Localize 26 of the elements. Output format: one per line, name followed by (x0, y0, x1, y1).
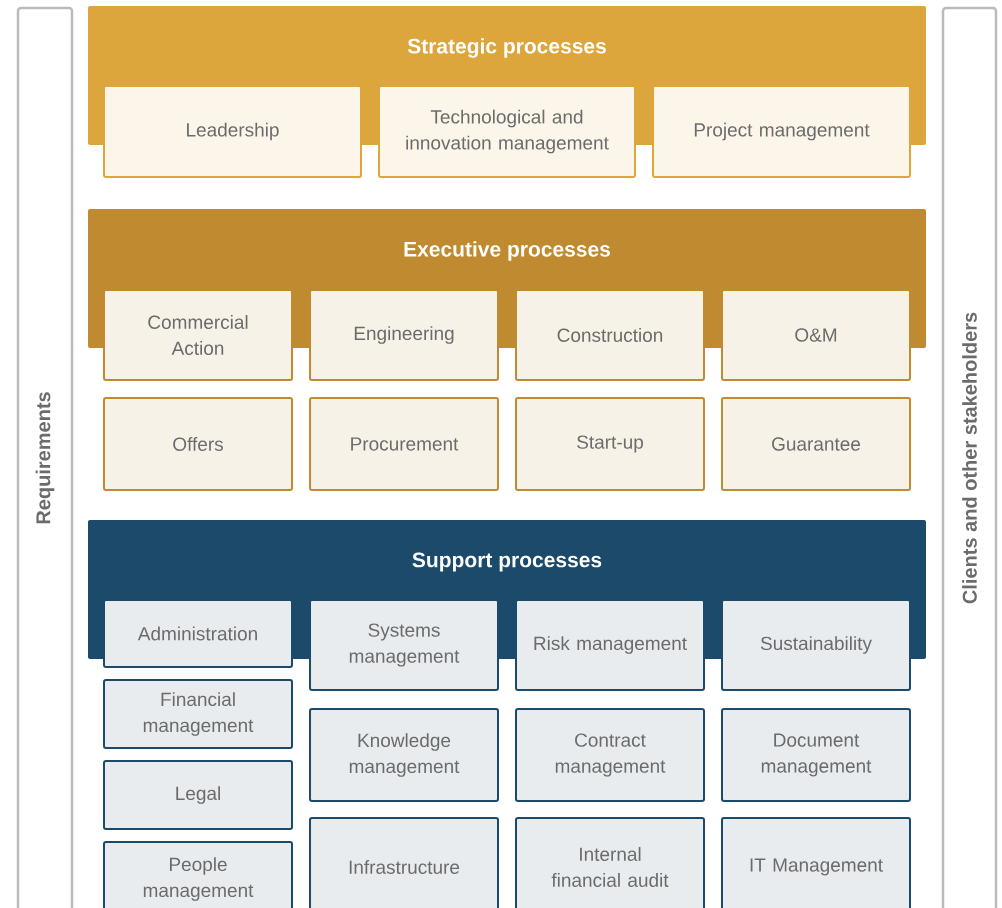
process-box: Knowledge management (309, 708, 499, 802)
process-box: Offers (103, 397, 293, 491)
process-box: Administration (103, 599, 293, 668)
process-box: Internal financial audit (515, 817, 705, 908)
process-box: Procurement (309, 397, 499, 491)
process-box: Construction (515, 289, 705, 381)
process-box: Document management (721, 708, 911, 802)
process-box: Financial management (103, 679, 293, 749)
process-box: Start-up (515, 397, 705, 491)
process-box: O&M (721, 289, 911, 381)
process-box: Infrastructure (309, 817, 499, 908)
side-bar: Requirements (16, 6, 74, 908)
process-box: Leadership (103, 85, 362, 178)
process-box: People management (103, 841, 293, 908)
process-box: Legal (103, 760, 293, 830)
process-box: Sustainability (721, 599, 911, 691)
process-box: Technological and innovation management (378, 85, 636, 178)
process-box: IT Management (721, 817, 911, 908)
process-box: Commercial Action (103, 289, 293, 381)
process-box: Guarantee (721, 397, 911, 491)
process-box: Contract management (515, 708, 705, 802)
process-box: Project management (652, 85, 911, 178)
process-box: Risk management (515, 599, 705, 691)
process-box: Systems management (309, 599, 499, 691)
side-bar: Clients and other stakeholders (941, 6, 998, 908)
process-box: Engineering (309, 289, 499, 381)
